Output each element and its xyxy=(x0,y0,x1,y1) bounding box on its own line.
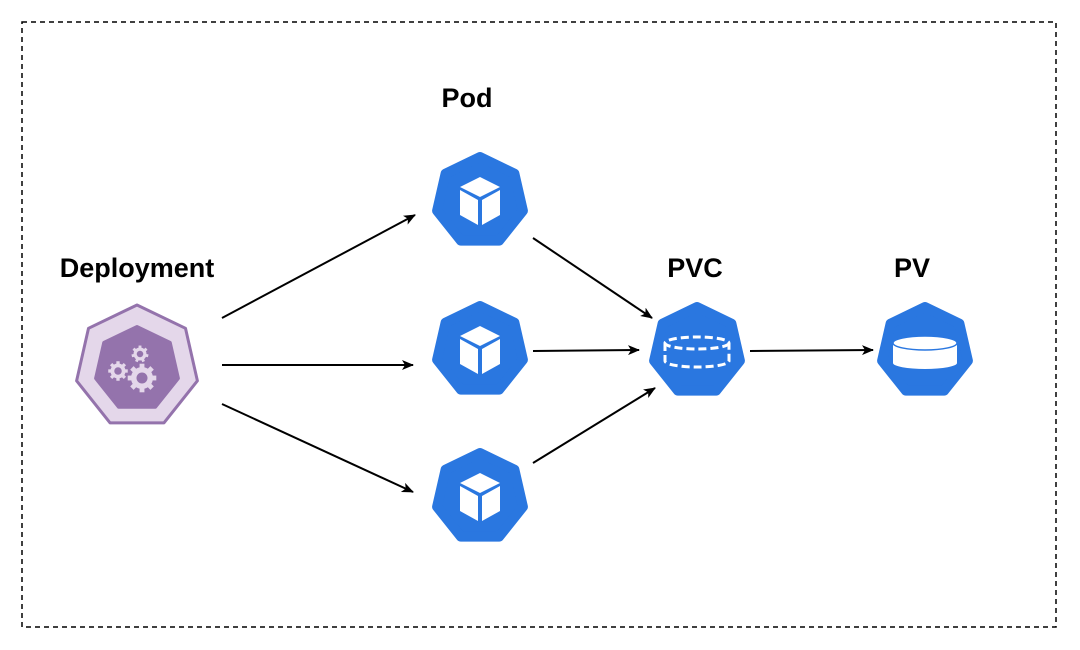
pv-label: PV xyxy=(894,253,930,283)
boundary-frame xyxy=(21,21,1057,628)
arrow-pvc-to-pv xyxy=(749,345,874,356)
cube-icon xyxy=(460,473,500,521)
pod-node-2 xyxy=(432,301,528,395)
gears-icon xyxy=(108,345,157,393)
dashed-cylinder-icon xyxy=(663,335,731,369)
arrow-deployment-to-pod-3 xyxy=(221,403,414,493)
deployment-label: Deployment xyxy=(60,253,215,283)
pv-node xyxy=(877,302,973,396)
heptagon-shape xyxy=(649,302,745,396)
pvc-node xyxy=(649,302,745,396)
cylinder-icon xyxy=(892,335,958,369)
arrow-pod-1-to-pvc xyxy=(532,237,653,319)
arrow-pod-2-to-pvc xyxy=(532,345,640,356)
cube-icon xyxy=(460,326,500,374)
pvc-label: PVC xyxy=(667,253,723,283)
arrow-pod-3-to-pvc xyxy=(532,387,656,464)
deployment-node xyxy=(75,303,199,425)
heptagon-shape xyxy=(432,301,528,395)
pod-node-1 xyxy=(432,152,528,246)
pod-node-3 xyxy=(432,448,528,542)
pod-label: Pod xyxy=(442,83,493,113)
arrow-deployment-to-pod-1 xyxy=(221,214,416,319)
heptagon-shape xyxy=(432,448,528,542)
cube-icon xyxy=(460,177,500,225)
heptagon-shape xyxy=(432,152,528,246)
